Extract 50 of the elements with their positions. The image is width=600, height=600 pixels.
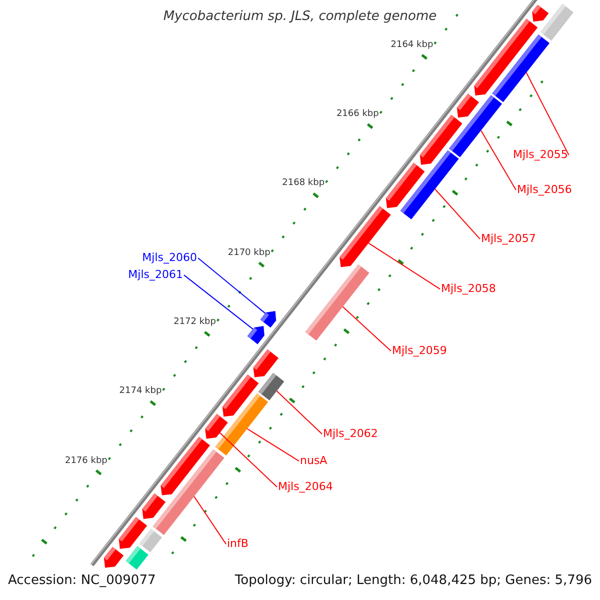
gene-block: [126, 546, 148, 570]
gene-feature: [532, 4, 549, 22]
gene-label: Mjls_2060: [142, 252, 197, 264]
leader-line: [276, 390, 322, 435]
scale-label: 2168 kbp: [282, 179, 325, 190]
scale-label: 2172 kbp: [174, 318, 216, 328]
gene-feature: [420, 114, 462, 165]
gene-feature: [222, 374, 259, 417]
gene-label: Mjls_2061: [128, 269, 183, 282]
gene-label: Mjls_2057: [481, 233, 536, 246]
gene-label: Mjls_2059: [392, 345, 447, 358]
gene-feature: [253, 349, 278, 378]
gene-label: nusA: [300, 455, 328, 468]
gene-feature: [386, 162, 425, 208]
gene-feature: [104, 546, 124, 568]
leader-line: [184, 274, 254, 330]
map-title: Mycobacterium sp. JLS, complete genome: [162, 10, 438, 24]
genome-info: Topology: circular; Length: 6,048,425 bp; Genes: 5,796: [234, 574, 592, 588]
scale-label: 2164 kbp: [390, 40, 434, 51]
leader-line: [219, 432, 278, 488]
leader-line: [368, 242, 440, 290]
gene-label: infB: [227, 538, 248, 550]
gene-label: Mjls_2055: [513, 149, 568, 162]
gene-feature: [142, 493, 166, 519]
gene-label: Mjls_2056: [517, 184, 572, 196]
accession-label: Accession: NC_009077: [8, 574, 156, 588]
gene-block: [305, 264, 370, 341]
leader-line: [246, 428, 300, 462]
leader-line: [434, 188, 480, 240]
leader-line: [342, 306, 392, 352]
gene-feature: [205, 414, 228, 439]
leader-line: [198, 258, 266, 314]
gene-block: [540, 4, 574, 41]
gene-block: [139, 528, 162, 552]
gene-feature: [260, 311, 276, 328]
scale-label: 2166 kbp: [336, 110, 379, 120]
gene-feature: [340, 206, 391, 268]
leader-line: [480, 130, 516, 191]
scale-label: 2170 kbp: [228, 248, 270, 259]
gene-feature: [474, 18, 538, 96]
gene-label: Mjls_2064: [278, 481, 333, 494]
gene-label: Mjls_2062: [323, 428, 378, 440]
leader-line: [526, 72, 570, 156]
gene-label: Mjls_2058: [441, 283, 496, 296]
scale-label: 2176 kbp: [64, 456, 108, 466]
gene-feature: [456, 94, 479, 118]
leader-line: [194, 496, 226, 545]
gene-feature: [160, 436, 210, 496]
gene-feature: [247, 326, 264, 344]
scale-label: 2174 kbp: [119, 387, 162, 398]
